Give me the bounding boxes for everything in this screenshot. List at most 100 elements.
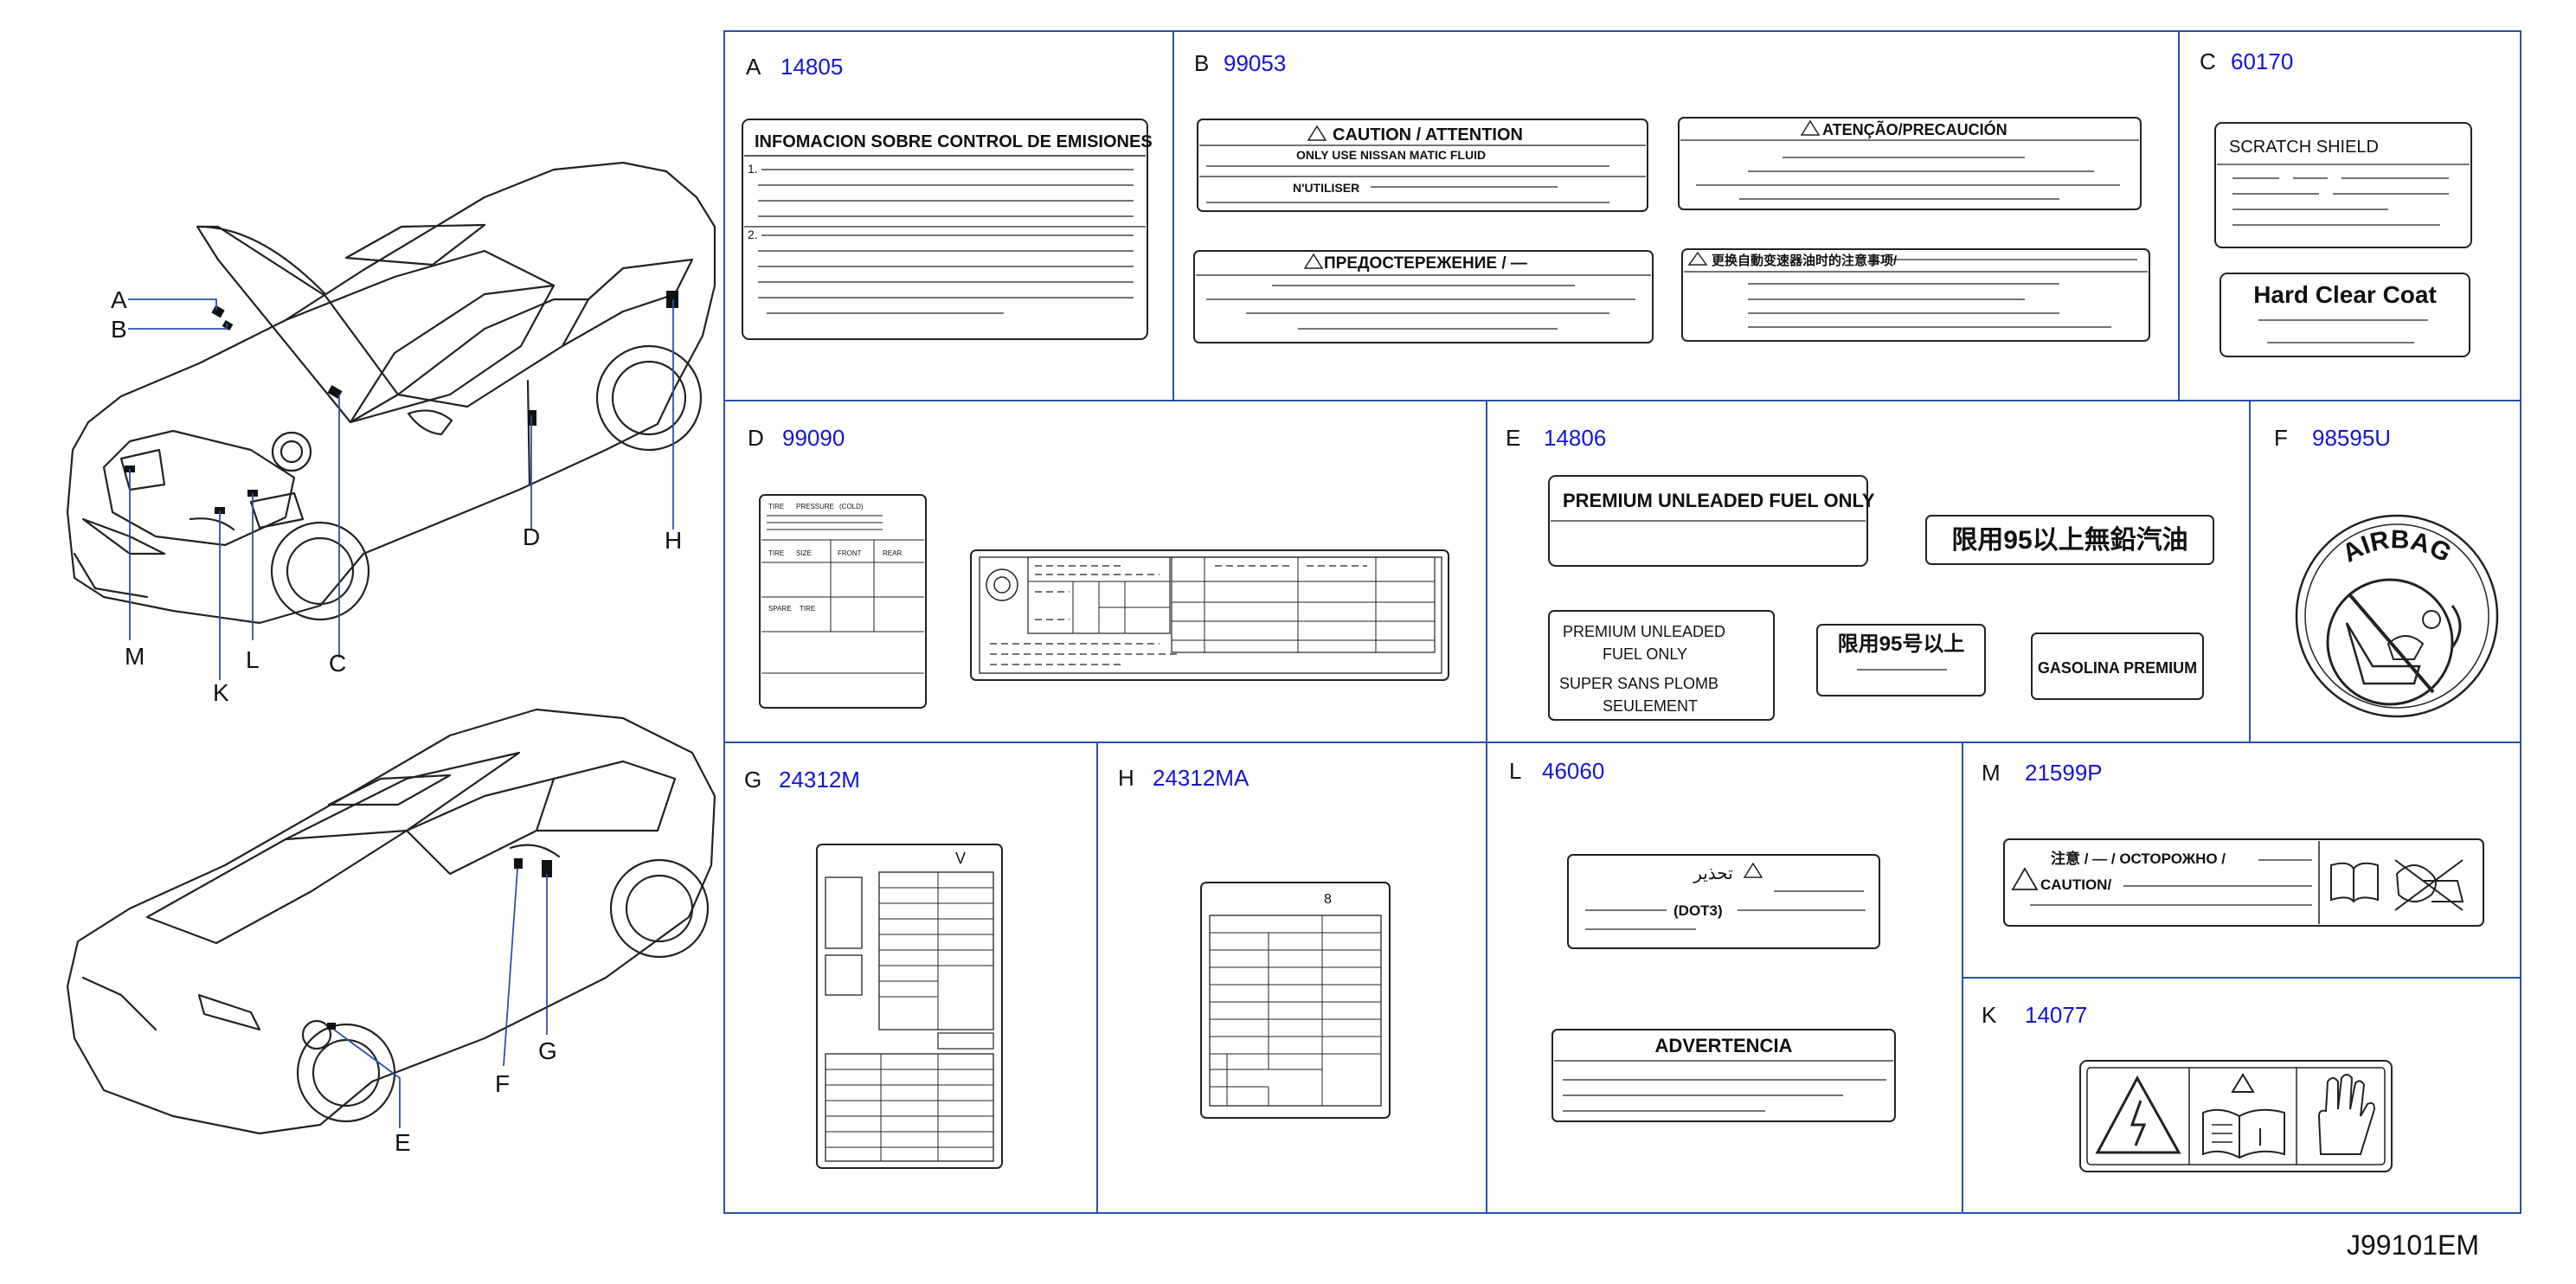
multilingual-fuel-label: PREMIUM UNLEADED FUEL ONLY SUPER SANS PL… [1548,610,1775,721]
svg-text:M: M [1982,760,2001,786]
scratch-shield-label: SCRATCH SHIELD [2214,122,2472,248]
svg-text:CAUTION/: CAUTION/ [2040,876,2111,893]
svg-text:更换自動变速器油时的注意事项/: 更换自動变速器油时的注意事项/ [1712,253,1898,268]
panel-L-labels: تحذير (DOT3) ADVERTENCIA [1551,854,1896,1122]
svg-text:98595U: 98595U [2312,425,2391,451]
caution-attention-label: CAUTION / ATTENTION ONLY USE NISSAN MATI… [1197,119,1648,212]
svg-text:ADVERTENCIA: ADVERTENCIA [1655,1035,1793,1056]
svg-text:14806: 14806 [1544,425,1606,451]
label-marks-bottom [327,858,552,1030]
svg-text:N'UTILISER: N'UTILISER [1293,181,1359,195]
car-top-illustration [66,161,716,625]
callout-letters-top: A B C D H M K L [111,286,682,706]
svg-text:TIRE: TIRE [800,605,815,613]
svg-text:46060: 46060 [1542,758,1604,784]
svg-text:8: 8 [1324,892,1332,907]
label-marks-top [125,291,678,514]
panel-H-header: H 24312MA [1118,765,1249,791]
gasolina-premium-label: GASOLINA PREMIUM [2031,632,2204,700]
svg-text:PREMIUM UNLEADED: PREMIUM UNLEADED [1563,623,1725,640]
svg-text:限用95以上無鉛汽油: 限用95以上無鉛汽油 [1951,525,2187,555]
callout-A: A [111,286,127,313]
manual-icon [2330,862,2379,903]
panel-D-header: D 99090 [748,425,845,451]
svg-text:SCRATCH SHIELD: SCRATCH SHIELD [2229,138,2379,157]
panel-H-label: 8 [1200,882,1391,1119]
russian-caution-label: ПРЕДОСТЕРЕЖЕНИЕ / — [1193,250,1654,343]
airbag-text: AIRBAG [2338,525,2457,568]
panel-E-labels: PREMIUM UNLEADED FUEL ONLY 限用95以上無鉛汽油 PR… [1548,475,2214,721]
read-manual-icon [2202,1073,2285,1159]
svg-text:ATENÇÃO/PRECAUCIÓN: ATENÇÃO/PRECAUCIÓN [1822,120,2007,138]
tire-info-label [970,549,1449,681]
svg-text:60170: 60170 [2231,48,2293,74]
svg-text:PREMIUM UNLEADED FUEL ONLY: PREMIUM UNLEADED FUEL ONLY [1563,490,1875,511]
high-voltage-icon [2095,1075,2181,1154]
premium-unleaded-label: PREMIUM UNLEADED FUEL ONLY [1548,475,1875,567]
no-hand-icon [2394,859,2464,911]
panel-D-labels: TIRE PRESSURE (COLD) TIRE SIZE FRONT REA… [759,494,1449,709]
callout-letters-bottom: E F G [395,1037,557,1156]
panel-C-header: C 60170 [2200,48,2293,74]
svg-text:24312M: 24312M [779,767,860,793]
svg-text:FRONT: FRONT [838,549,862,557]
svg-text:K: K [1982,1002,1997,1028]
leader-lines-bottom [333,868,548,1128]
drawing-id: J99101EM [2347,1229,2479,1261]
svg-text:注意 / — / ОСТОРОЖНО /: 注意 / — / ОСТОРОЖНО / [2051,850,2226,867]
chinese-95-label: 限用95号以上 [1816,624,1986,697]
svg-text:14805: 14805 [781,54,843,80]
callout-G: G [538,1037,557,1064]
callout-C: C [329,650,346,677]
svg-text:V: V [955,850,966,867]
car-bottom-illustration [66,708,716,1135]
chinese-caution-label: 更换自動变速器油时的注意事项/ [1681,248,2150,342]
callout-D: D [523,523,540,550]
panel-grid [723,30,2521,1214]
atencao-label: ATENÇÃO/PRECAUCIÓN [1678,117,2142,210]
callout-H: H [665,527,682,554]
svg-text:2.: 2. [748,228,758,241]
svg-text:G: G [744,767,761,793]
panel-C-labels: SCRATCH SHIELD Hard Clear Coat [2214,122,2472,357]
svg-text:D: D [748,425,764,451]
svg-text:TIRE: TIRE [768,503,784,510]
panel-M-label: 注意 / — / ОСТОРОЖНО / CAUTION/ [2003,838,2484,927]
chinese-fuel-label: 限用95以上無鉛汽油 [1925,515,2214,565]
panel-K-label [2079,1060,2393,1172]
svg-text:SIZE: SIZE [796,549,812,557]
svg-text:L: L [1509,758,1521,784]
panel-G-header: G 24312M [744,767,860,793]
svg-text:GASOLINA PREMIUM: GASOLINA PREMIUM [2038,659,2197,677]
svg-text:TIRE: TIRE [768,549,784,557]
svg-text:C: C [2200,48,2216,74]
svg-text:21599P: 21599P [2025,760,2103,786]
callout-B: B [111,316,127,343]
panel-M-header: M 21599P [1982,760,2103,786]
panel-F-header: F 98595U [2274,425,2391,451]
svg-text:F: F [2274,425,2288,451]
svg-text:99090: 99090 [782,425,845,451]
panel-L-header: L 46060 [1509,758,1604,784]
svg-text:H: H [1118,765,1134,791]
svg-text:REAR: REAR [883,549,902,557]
callout-E: E [395,1129,411,1156]
svg-text:限用95号以上: 限用95号以上 [1838,632,1965,656]
svg-text:SEULEMENT: SEULEMENT [1603,697,1698,715]
panel-B-labels: CAUTION / ATTENTION ONLY USE NISSAN MATI… [1193,117,2150,343]
svg-text:24312MA: 24312MA [1153,765,1249,791]
svg-text:تحذير: تحذير [1693,864,1733,883]
callout-L: L [246,646,260,673]
hard-clear-coat-label: Hard Clear Coat [2219,273,2470,357]
panel-G-label: V [816,844,1003,1169]
callout-K: K [213,679,229,706]
svg-text:ONLY USE NISSAN MATIC FLUI: ONLY USE NISSAN MATIC FLUID [1296,148,1486,162]
hand-icon [2317,1074,2376,1155]
svg-text:INFOMACION SOBRE CONTROL DE EM: INFOMACION SOBRE CONTROL DE EMISIONES [755,132,1153,151]
tire-pressure-label: TIRE PRESSURE (COLD) TIRE SIZE FRONT REA… [759,494,927,709]
svg-text:(COLD): (COLD) [839,503,864,510]
